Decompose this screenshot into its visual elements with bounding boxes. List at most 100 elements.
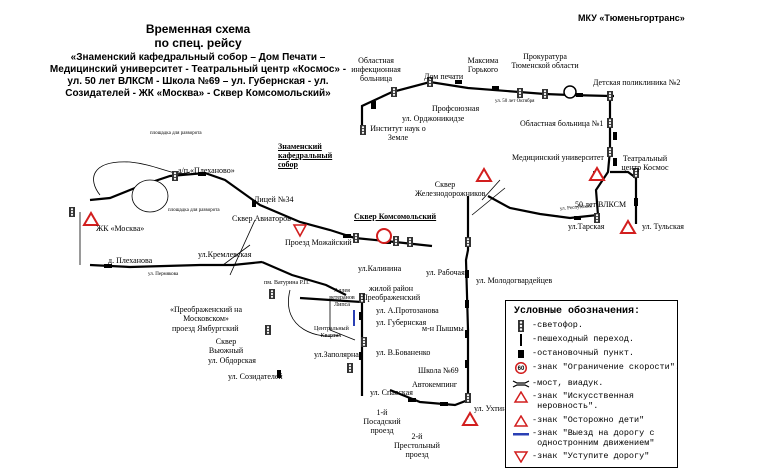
stop-label: Областная больница №1: [520, 119, 604, 128]
legend-text: -знак "Искусственная неровность".: [532, 391, 635, 411]
legend-item: -мост, виадук.: [510, 378, 603, 390]
stop-label: ул. Орджоникидзе: [402, 114, 465, 123]
stop-label: Детская поликлиника №2: [593, 78, 681, 87]
road-name: ул. Пермякова: [148, 272, 179, 277]
stop-label: ул.Калинина: [358, 264, 402, 273]
traffic-light-icon: [465, 237, 471, 247]
stop-label: Автокемпинг: [412, 380, 458, 389]
road-signs: [83, 85, 636, 426]
stop-label: Сквер Комсомольский: [354, 212, 437, 221]
map-subtitle: по спец. рейсу: [154, 36, 242, 50]
legend-item: -знак "Уступите дорогу": [510, 451, 649, 463]
bus-stop-icon: [359, 312, 363, 320]
traffic-light-icon: [542, 89, 548, 99]
bus-stop-icon: [492, 86, 499, 90]
road-name: площадка для разворота: [168, 208, 220, 213]
stop-label: Максима Горького: [467, 56, 499, 74]
traffic-light-icon: [407, 237, 413, 247]
stop-label: ул.Кремлевская: [198, 250, 252, 259]
bus-stops: [104, 80, 638, 406]
stop-label: Областная инфекционная больница: [351, 56, 401, 83]
stop-label: ул. Спасская: [370, 388, 413, 397]
map-title: Временная схема: [145, 22, 251, 36]
stop-label: ул. А.Протозанова: [376, 306, 439, 315]
bus-stop-icon: [198, 172, 206, 176]
stop-label: ул. В.Бованенко: [376, 348, 431, 357]
crosswalk-icon: [520, 334, 522, 346]
bus-stop-icon: [371, 101, 376, 109]
bus-stop-icon: [613, 158, 617, 166]
stop-label: Прокуратура Тюменской области: [511, 52, 579, 70]
bus-stop-icon: [465, 330, 469, 338]
bus-stop-icon: [104, 264, 112, 268]
traffic-light-icon: [69, 207, 75, 217]
children-sign-icon: [462, 412, 478, 426]
speed-limit-icon: 60: [514, 362, 528, 374]
traffic-light-icon: [360, 125, 366, 135]
children-sign-icon: [589, 167, 605, 181]
stop-label: Центральный Квартал: [314, 326, 349, 339]
yield-sign-icon: [513, 451, 529, 463]
map-title-block: Временная схема по спец. рейсу «Знаменск…: [48, 22, 348, 100]
bus-stop-icon: [613, 132, 617, 140]
stop-label: Школа №69: [418, 366, 459, 375]
stop-label: ул. Созидателей: [228, 372, 283, 381]
legend-item: -знак "Осторожно дети": [510, 415, 644, 427]
legend-text: -знак "Выезд на дорогу с одностронним дв…: [532, 428, 655, 448]
stop-label: проезд Ямбургский: [172, 324, 239, 333]
legend-item: -светофор.: [510, 320, 583, 332]
stop-label: Аллея ветеранов Липса: [329, 288, 355, 308]
traffic-light-icon: [269, 289, 275, 299]
organization-name: МКУ «Тюменьгортранс»: [578, 13, 685, 23]
legend-item: -пешеходный переход.: [510, 334, 634, 346]
traffic-light-icon: [517, 88, 523, 98]
stop-label: ул. Ухтинская: [474, 404, 521, 413]
stop-label: ул.Заполярная: [314, 350, 363, 359]
map-legend: Условные обозначения: -светофор. -пешехо…: [505, 300, 680, 468]
bus-stop-icon: [455, 80, 462, 84]
roundabout-icon: [563, 85, 577, 99]
stop-label: Сквер Железнодорожников: [415, 180, 486, 198]
legend-item: -остановочный пункт.: [510, 348, 634, 360]
traffic-light-icon: [465, 393, 471, 403]
road-name: ул. Республики: [560, 204, 593, 212]
speed-limit-icon: [376, 228, 392, 244]
legend-text: -мост, виадук.: [532, 378, 604, 388]
traffic-light-icon: [607, 147, 613, 157]
bus-stop-icon: [252, 200, 256, 207]
legend-title: Условные обозначения:: [514, 306, 641, 317]
bus-stop-icon: [634, 198, 638, 206]
bump-sign-icon: [620, 220, 636, 234]
bridge-icon: [512, 380, 530, 388]
stop-label: ул. Рабочая: [426, 268, 465, 277]
road-name: площадка для разворота: [150, 131, 202, 136]
bump-sign-icon: [476, 168, 492, 182]
legend-text: -остановочный пункт.: [532, 348, 635, 358]
bus-stop-icon: [518, 350, 524, 358]
side-roads: [79, 161, 561, 341]
stop-label: ул. Молодогвардейцев: [476, 276, 553, 285]
traffic-light-icon: [607, 91, 613, 101]
bump-sign-icon: [513, 391, 529, 403]
stop-label: Медицинский университет: [512, 153, 604, 162]
bus-stop-icon: [574, 216, 581, 220]
bus-stop-icon: [465, 270, 469, 278]
traffic-light-icon: [391, 87, 397, 97]
stop-label: Сквер Авиаторов: [232, 214, 291, 223]
legend-text: -знак "Ограничение скорости".: [532, 362, 680, 372]
stop-label: а/п «Плеханово»: [178, 166, 235, 175]
bus-stop-icon: [359, 352, 363, 360]
stop-label: ул.Тарская: [568, 222, 605, 231]
road-name: ул. 50 лет Октября: [495, 99, 535, 104]
yield-sign-icon: [292, 224, 308, 238]
stop-label: ул. Тульская: [642, 222, 684, 231]
legend-text: -знак "Осторожно дети": [532, 415, 645, 425]
stop-label: м-н Пышмы: [422, 324, 464, 333]
bus-stop-icon: [465, 360, 469, 368]
stop-label: 50 лет ВЛКСМ: [575, 200, 627, 209]
stop-label: Театральный центр Космос: [621, 154, 669, 172]
legend-item: -знак "Выезд на дорогу с одностронним дв…: [510, 428, 654, 448]
stop-label: Институт наук о Земле: [370, 124, 426, 142]
stop-label: пм. Ватурина Р.П.: [264, 280, 310, 286]
